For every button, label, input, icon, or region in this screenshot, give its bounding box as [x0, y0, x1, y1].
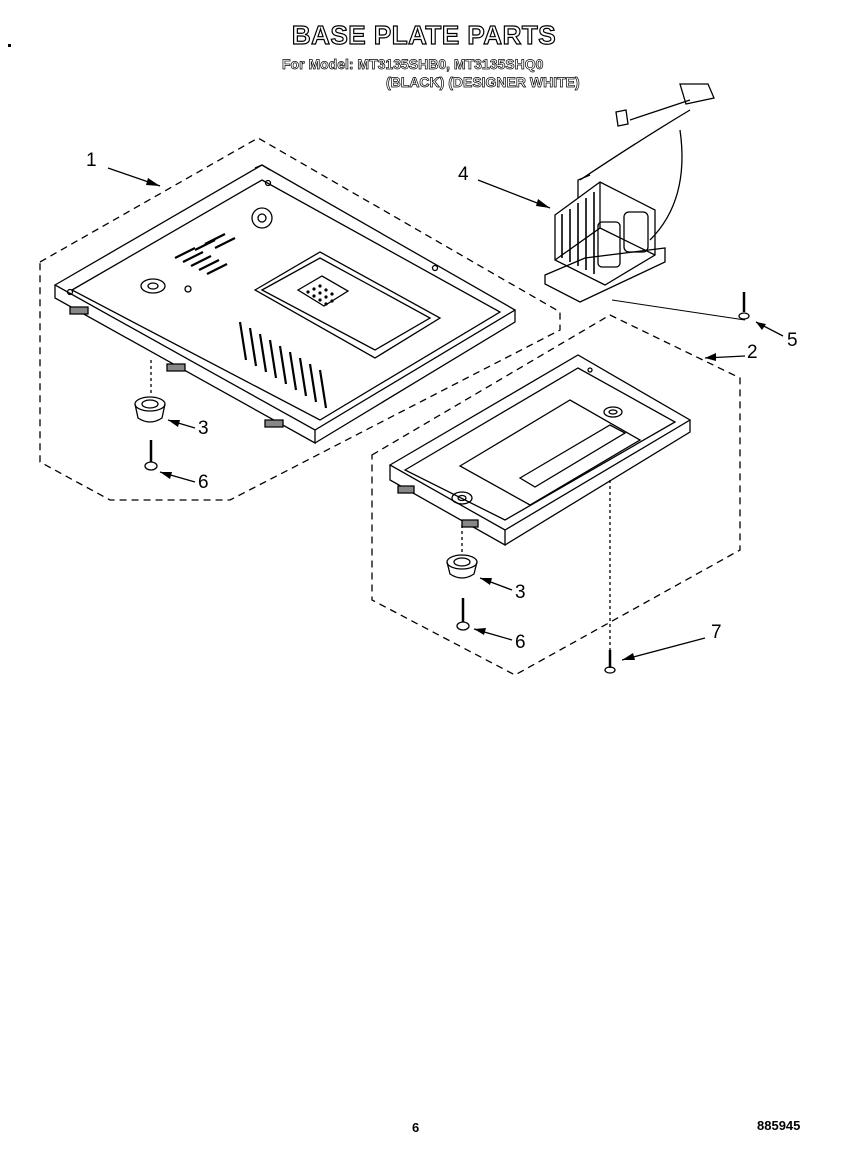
callout-2: 2	[747, 342, 758, 363]
color-line: (BLACK) (DESIGNER WHITE)	[386, 74, 580, 91]
dashed-boundary-1	[39, 137, 561, 501]
screw-left	[144, 440, 158, 471]
screw-5	[738, 292, 750, 320]
transformer	[544, 83, 715, 303]
callout-7: 7	[711, 622, 722, 643]
base-plate-large	[53, 164, 517, 445]
callout-6-left: 6	[198, 472, 209, 493]
stray-mark	[8, 44, 11, 47]
callout-6-right: 6	[515, 632, 526, 653]
page-number: 6	[412, 1120, 420, 1135]
callout-4: 4	[458, 164, 469, 185]
callout-3-right: 3	[515, 582, 526, 603]
dashed-boundary-2	[371, 314, 741, 676]
page-title: BASE PLATE PARTS	[291, 19, 557, 50]
model-line: For Model: MT3135SHB0, MT3135SHQ0	[282, 56, 544, 73]
foot-left	[134, 360, 166, 423]
callout-5: 5	[787, 330, 798, 351]
callout-3-left: 3	[198, 418, 209, 439]
callout-arrowheads	[146, 178, 766, 660]
screw-7	[604, 650, 616, 674]
foot-right	[446, 525, 478, 579]
screw-right	[456, 598, 470, 631]
document-number: 885945	[757, 1118, 801, 1133]
callout-1: 1	[86, 150, 97, 171]
base-plate-small	[388, 299, 746, 650]
